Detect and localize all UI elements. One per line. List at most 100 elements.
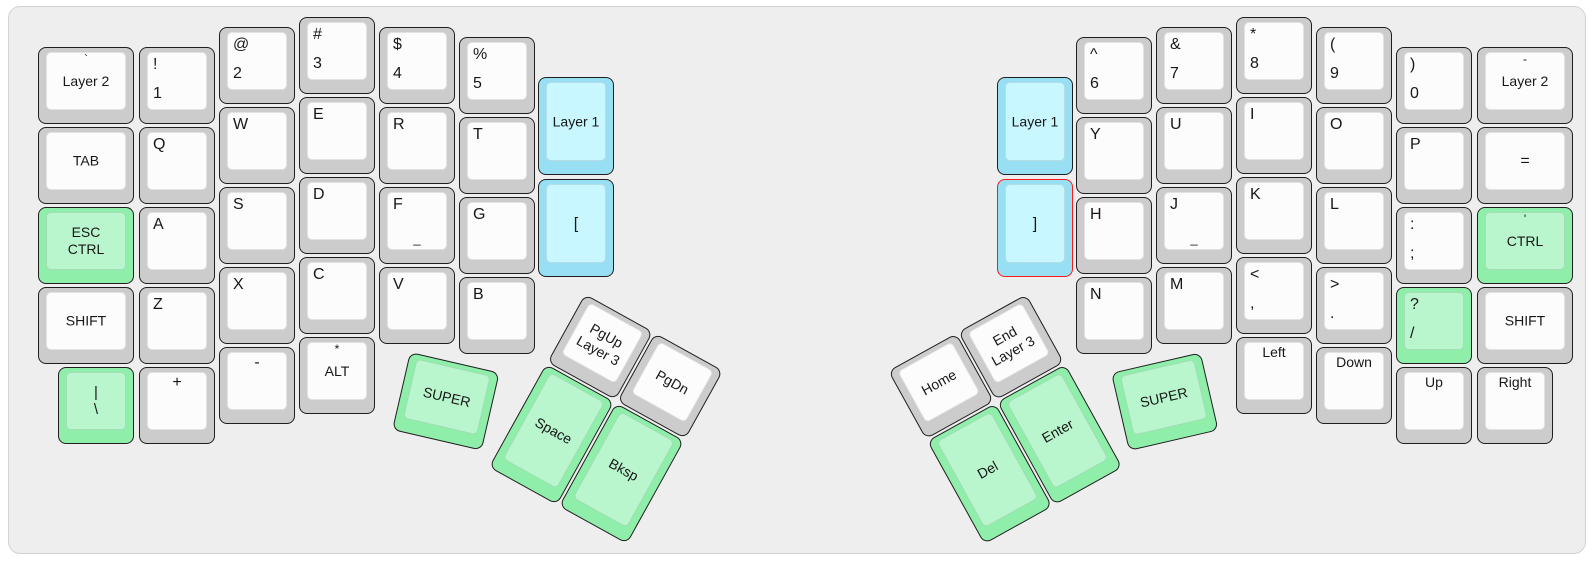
key-u[interactable]: U — [1156, 107, 1232, 184]
key-main-legend: Layer 2 — [1501, 72, 1549, 89]
key-y[interactable]: Y — [1076, 117, 1152, 194]
key-w[interactable]: W — [219, 107, 295, 184]
keycap-top: #3 — [307, 22, 367, 80]
key-super-right[interactable]: SUPER — [1111, 351, 1220, 451]
keycap-top: N — [1084, 282, 1144, 340]
key-legend: I — [1250, 106, 1255, 123]
key-2[interactable]: @2 — [219, 27, 295, 104]
key-shift-left[interactable]: SHIFT — [38, 287, 134, 364]
key-a[interactable]: A — [139, 207, 215, 284]
key-layer1-right[interactable]: Layer 1 — [997, 77, 1073, 175]
keycap-top: - — [227, 352, 287, 410]
key-star-alt[interactable]: *ALT — [299, 337, 375, 414]
keycap-top: O — [1324, 112, 1384, 170]
key-z[interactable]: Z — [139, 287, 215, 364]
key-pipe-backslash[interactable]: | \ — [58, 367, 134, 444]
key-k[interactable]: K — [1236, 177, 1312, 254]
key-gt-period[interactable]: >. — [1316, 267, 1392, 344]
keycap-top: ESC CTRL — [46, 212, 126, 270]
keycap-top: )0 — [1404, 52, 1464, 110]
key-b[interactable]: B — [459, 277, 535, 354]
keycap-top: P — [1404, 132, 1464, 190]
key-quote-ctrl[interactable]: 'CTRL — [1477, 207, 1573, 284]
key-4[interactable]: $4 — [379, 27, 455, 104]
key-r[interactable]: R — [379, 107, 455, 184]
key-j[interactable]: J_ — [1156, 187, 1232, 264]
keycap-top: ?/ — [1404, 292, 1464, 350]
keycap-top: Up — [1404, 372, 1464, 430]
key-l[interactable]: L — [1316, 187, 1392, 264]
keycap-top: L — [1324, 192, 1384, 250]
key-layer1-left[interactable]: Layer 1 — [538, 77, 614, 175]
key-m[interactable]: M — [1156, 267, 1232, 344]
key-s[interactable]: S — [219, 187, 295, 264]
key-q[interactable]: Q — [139, 127, 215, 204]
key-legend: Up — [1425, 374, 1443, 390]
keycap-top: C — [307, 262, 367, 320]
key-0[interactable]: )0 — [1396, 47, 1472, 124]
key-shift-right[interactable]: SHIFT — [1477, 287, 1573, 364]
key-legend: Left — [1262, 344, 1286, 360]
key-9[interactable]: (9 — [1316, 27, 1392, 104]
key-super-left[interactable]: SUPER — [392, 352, 500, 451]
key-arrow-right[interactable]: Right — [1477, 367, 1553, 444]
keycap-top: X — [227, 272, 287, 330]
key-layer2-left[interactable]: `Layer 2 — [38, 47, 134, 124]
key-1[interactable]: !1 — [139, 47, 215, 124]
key-v[interactable]: V — [379, 267, 455, 344]
key-o[interactable]: O — [1316, 107, 1392, 184]
key-layer2-right[interactable]: -Layer 2 — [1477, 47, 1573, 124]
key-t[interactable]: T — [459, 117, 535, 194]
key-minus-left[interactable]: - — [219, 347, 295, 424]
key-legend: Layer 1 — [1011, 113, 1059, 129]
key-f[interactable]: F_ — [379, 187, 455, 264]
keycap-top: SUPER — [1120, 358, 1209, 436]
keycap-top: PgDn — [630, 341, 714, 423]
key-lbracket[interactable]: [ — [538, 179, 614, 277]
keycap-top: Z — [147, 292, 207, 350]
key-tab[interactable]: TAB — [38, 127, 134, 204]
key-esc-ctrl[interactable]: ESC CTRL — [38, 207, 134, 284]
key-7[interactable]: &7 — [1156, 27, 1232, 104]
key-legend: Y — [1090, 126, 1101, 143]
key-x[interactable]: X — [219, 267, 295, 344]
key-equals[interactable]: = — [1477, 127, 1573, 204]
key-arrow-up[interactable]: Up — [1396, 367, 1472, 444]
key-h[interactable]: H — [1076, 197, 1152, 274]
key-legend: ; — [1410, 245, 1415, 262]
key-legend: TAB — [72, 152, 100, 169]
keycap-top: TAB — [46, 132, 126, 190]
key-rbracket[interactable]: ] — [997, 179, 1073, 277]
keycap-top: :; — [1404, 212, 1464, 270]
key-colon-semicolon[interactable]: :; — [1396, 207, 1472, 284]
key-6[interactable]: ^6 — [1076, 37, 1152, 114]
key-e[interactable]: E — [299, 97, 375, 174]
key-c[interactable]: C — [299, 257, 375, 334]
key-8[interactable]: *8 — [1236, 17, 1312, 94]
key-5[interactable]: %5 — [459, 37, 535, 114]
key-i[interactable]: I — [1236, 97, 1312, 174]
keycap-top: @2 — [227, 32, 287, 90]
key-3[interactable]: #3 — [299, 17, 375, 94]
key-d[interactable]: D — [299, 177, 375, 254]
key-plus[interactable]: + — [139, 367, 215, 444]
key-top-legend: ` — [84, 52, 88, 66]
key-arrow-down[interactable]: Down — [1316, 347, 1392, 424]
key-legend: Layer 1 — [552, 113, 600, 129]
key-p[interactable]: P — [1396, 127, 1472, 204]
key-legend: J — [1170, 196, 1178, 213]
keycap-top: W — [227, 112, 287, 170]
keycap-top: SHIFT — [46, 292, 126, 350]
key-g[interactable]: G — [459, 197, 535, 274]
key-question-slash[interactable]: ?/ — [1396, 287, 1472, 364]
homing-bar: _ — [1190, 231, 1198, 247]
key-lt-comma[interactable]: <, — [1236, 257, 1312, 334]
key-arrow-left[interactable]: Left — [1236, 337, 1312, 414]
key-legend: S — [233, 196, 244, 213]
keycap-top: Q — [147, 132, 207, 190]
key-legend: [ — [573, 215, 579, 232]
key-n[interactable]: N — [1076, 277, 1152, 354]
keycap-top: <, — [1244, 262, 1304, 320]
keycap-top: A — [147, 212, 207, 270]
keycap-top: Down — [1324, 352, 1384, 410]
